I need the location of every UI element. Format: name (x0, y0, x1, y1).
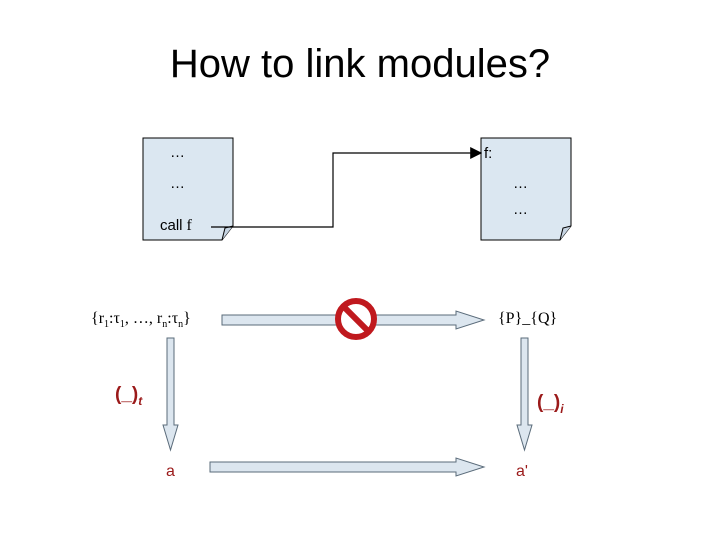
left-translation-sub: t (138, 393, 143, 408)
right-translation-text: (_) (537, 392, 561, 413)
sig-tn: τ (171, 310, 179, 327)
sig-r1-sub: 1 (104, 319, 110, 331)
left-translation-text: (_) (115, 384, 139, 405)
right-translation-label: (_)i (537, 392, 564, 416)
right-page-line-2: … (513, 201, 528, 218)
left-translation-label: (_)t (115, 384, 142, 408)
sig-tn-sub: n (178, 319, 184, 331)
left-page-line-2: … (170, 175, 185, 192)
function-header: f: (484, 145, 493, 162)
call-statement: call f (160, 217, 192, 235)
sig-rn-sub: n (162, 319, 168, 331)
no-entry-icon (335, 298, 377, 340)
brace-open: { (91, 310, 99, 327)
result-link-arrow (209, 457, 486, 477)
right-result-label: a' (516, 463, 528, 480)
brace-close: } (183, 310, 191, 327)
sig-mid: , …, r (124, 310, 163, 327)
right-translation-sub: i (560, 401, 564, 416)
sig-r1: r (98, 310, 105, 327)
call-target: f (186, 217, 192, 234)
sig-t1-sub: 1 (119, 319, 125, 331)
sig-colon-1: : (109, 310, 114, 327)
slide-title: How to link modules? (169, 42, 551, 86)
right-page-line-1: … (513, 175, 528, 192)
left-page-line-1: … (170, 144, 185, 161)
left-result-label: a (166, 463, 175, 480)
sig-t1: τ (113, 310, 120, 327)
call-connector-arrow (211, 147, 483, 228)
call-keyword: call (160, 217, 183, 234)
type-signature: {r1:τ1, …, rn:τn} (91, 310, 191, 330)
right-translation-arrow (516, 337, 533, 452)
sig-colon-2: : (167, 310, 172, 327)
left-translation-arrow (162, 337, 179, 452)
hoare-spec: {P}_{Q} (498, 310, 558, 327)
